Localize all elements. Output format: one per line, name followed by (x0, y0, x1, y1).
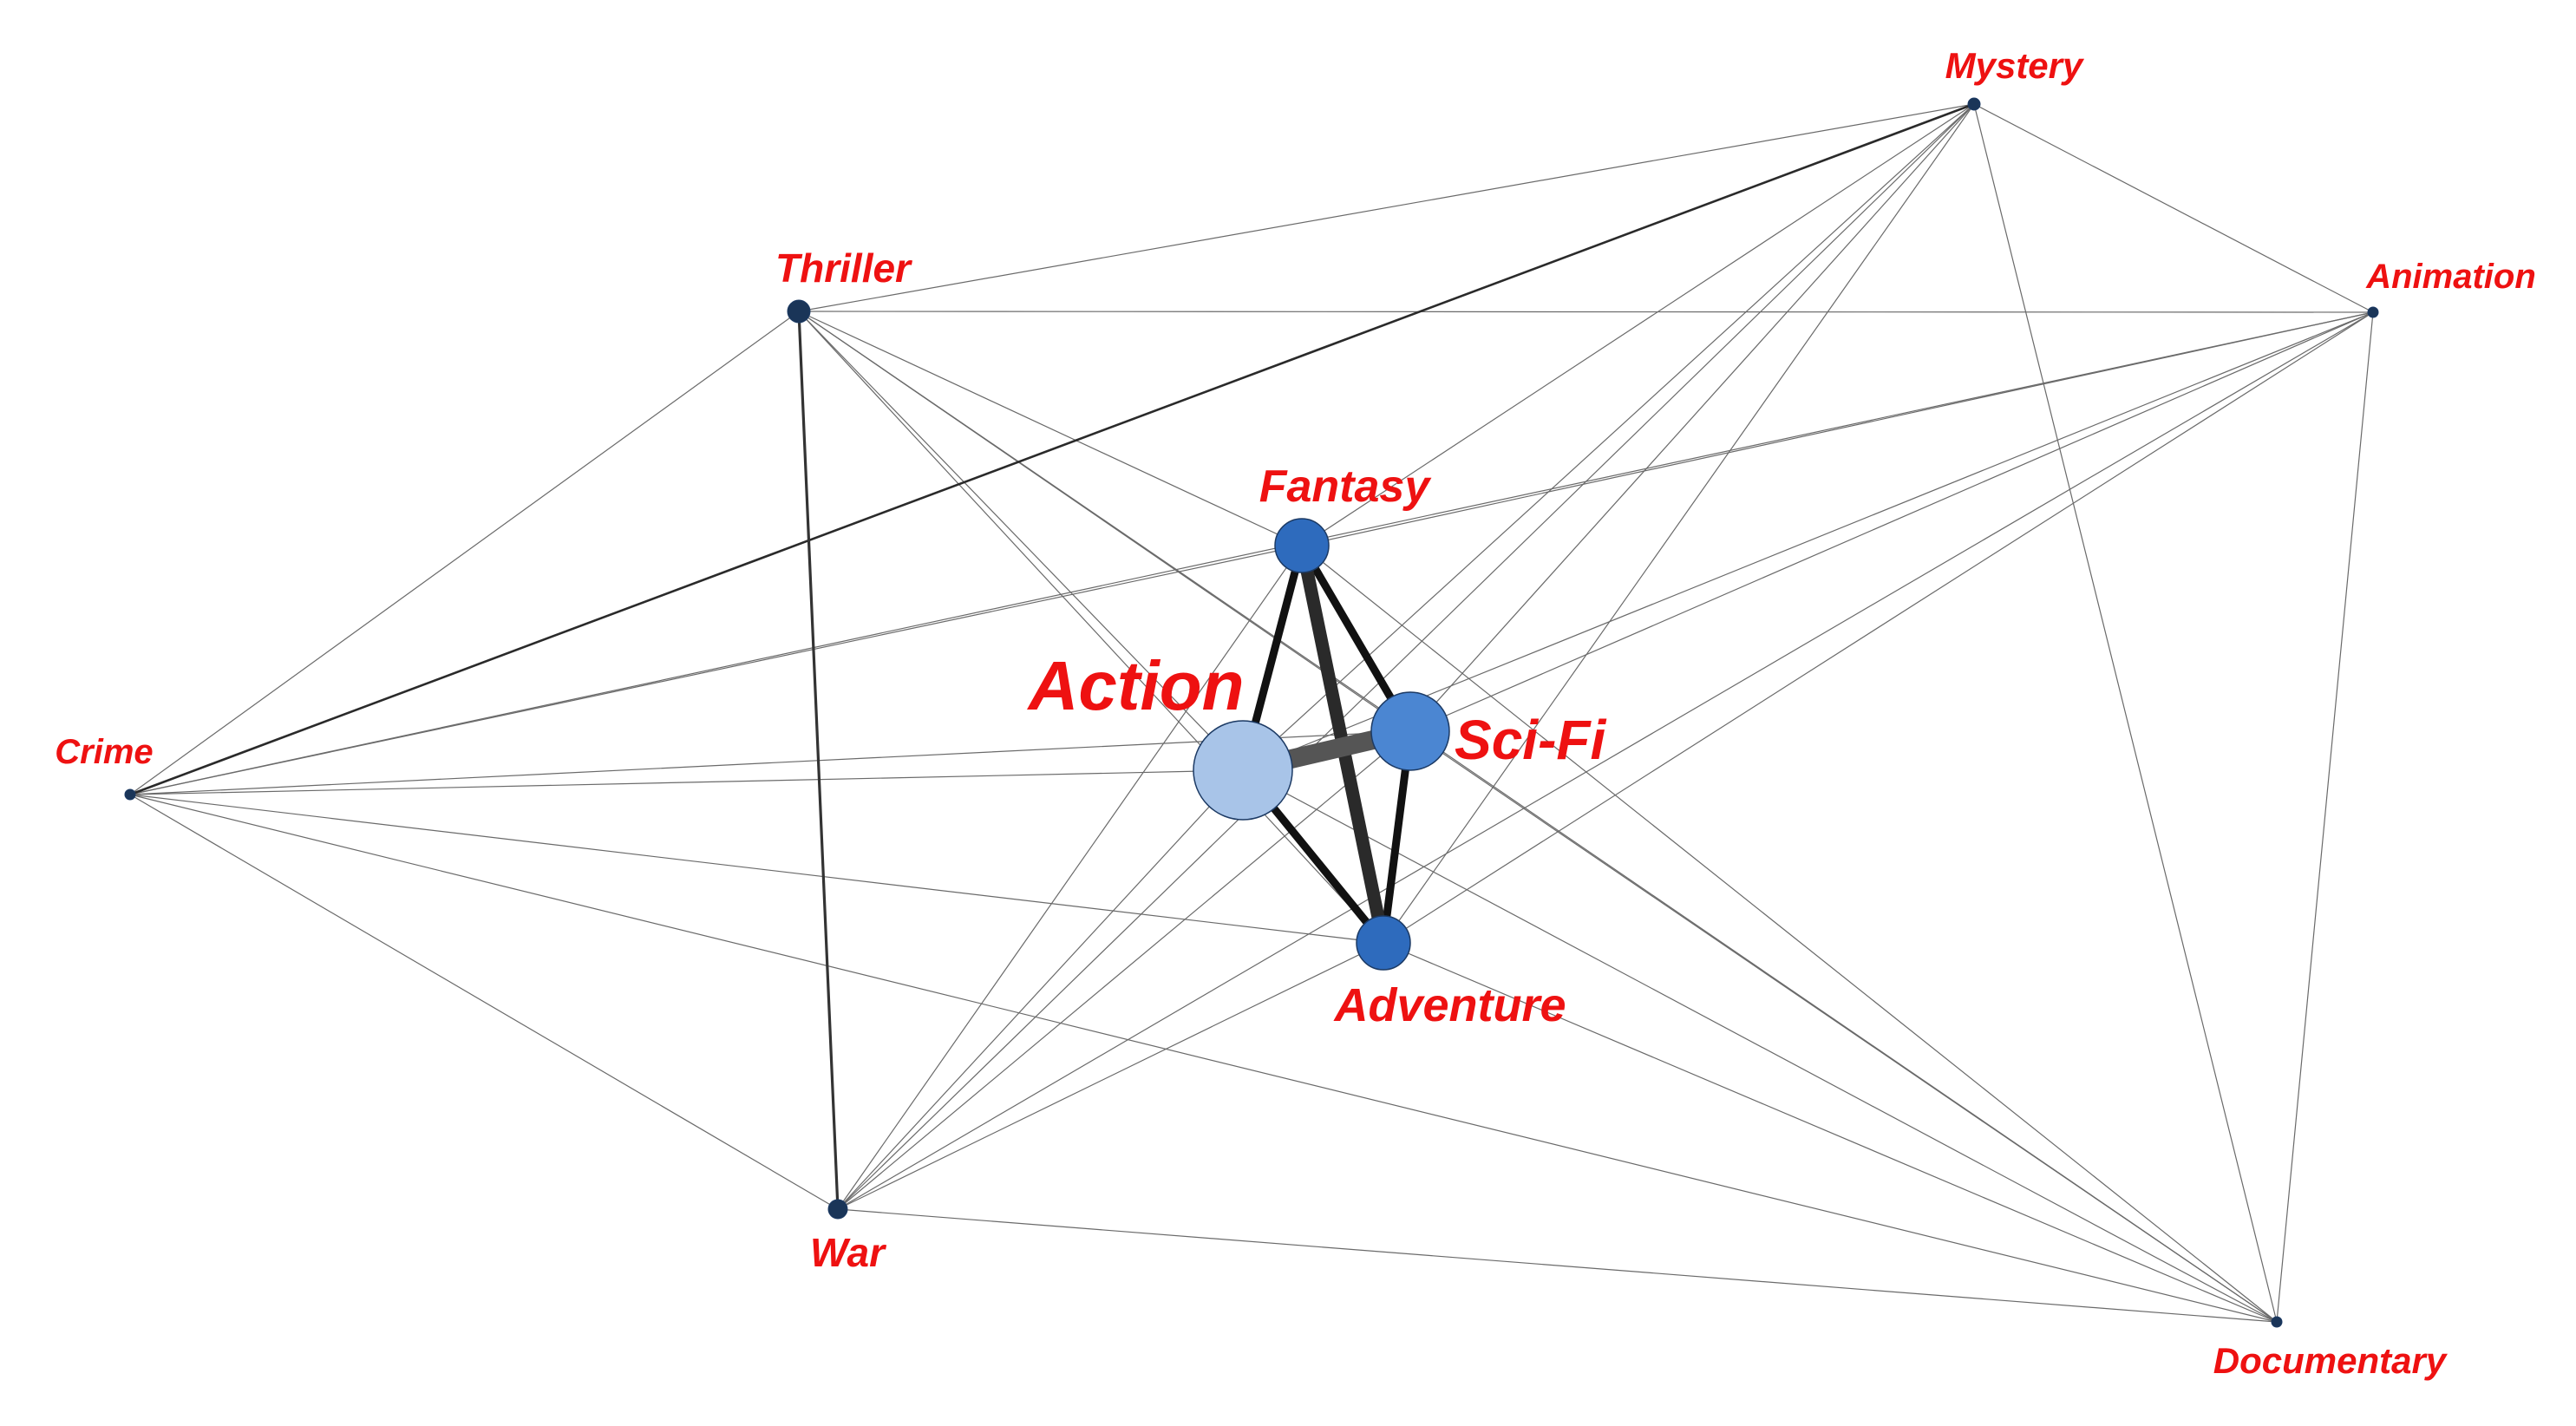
node-scifi (1370, 691, 1450, 771)
node-animation (2367, 306, 2379, 318)
edge-mystery-adventure (1383, 103, 1975, 944)
label-fantasy: Fantasy (1259, 461, 1433, 512)
nodes-layer (124, 97, 2379, 1328)
node-fantasy (1274, 518, 1330, 573)
label-crime: Crime (55, 733, 153, 771)
edge-war-fantasy (837, 545, 1303, 1210)
edge-mystery-animation (1973, 103, 2374, 313)
node-thriller (787, 299, 811, 324)
edge-thriller-crime (129, 311, 800, 795)
edge-war-scifi (837, 730, 1411, 1210)
edge-crime-fantasy (129, 545, 1303, 795)
edge-animation-scifi (1409, 311, 2374, 732)
label-animation: Animation (2365, 258, 2536, 296)
edge-documentary-scifi (1409, 730, 2278, 1323)
label-documentary: Documentary (2213, 1340, 2449, 1381)
edge-crime-documentary (129, 794, 2278, 1323)
edge-documentary-fantasy (1301, 545, 2278, 1323)
edge-animation-war (837, 311, 2374, 1210)
node-adventure (1356, 915, 1411, 971)
label-war: War (810, 1230, 886, 1275)
node-mystery (1967, 97, 1981, 111)
edge-animation-crime (129, 311, 2374, 795)
edge-thriller-action (798, 311, 1244, 771)
label-scifi: Sci-Fi (1455, 709, 1606, 771)
edge-animation-documentary (2276, 311, 2374, 1323)
node-action (1193, 720, 1293, 821)
edge-thriller-war (797, 310, 840, 1211)
edge-documentary-action (1242, 769, 2278, 1323)
edge-war-documentary (837, 1208, 2278, 1323)
node-crime (124, 788, 136, 801)
label-thriller: Thriller (775, 245, 912, 291)
edge-crime-mystery (128, 102, 1976, 796)
edge-thriller-mystery (798, 103, 1975, 312)
edge-thriller-animation (798, 311, 2374, 313)
edge-crime-action (129, 769, 1244, 795)
label-mystery: Mystery (1945, 45, 2085, 86)
edge-crime-war (129, 794, 839, 1210)
node-war (827, 1199, 848, 1220)
edge-thriller-fantasy (798, 311, 1303, 546)
edge-war-action (837, 769, 1244, 1210)
edge-crime-adventure (129, 794, 1384, 944)
edge-war-adventure (837, 942, 1384, 1210)
edge-mystery-fantasy (1301, 103, 1975, 546)
edge-thriller-adventure (798, 311, 1384, 944)
label-action: Action (1027, 647, 1245, 724)
edge-mystery-war (837, 103, 1975, 1210)
node-documentary (2271, 1316, 2283, 1328)
edge-animation-action (1242, 311, 2374, 771)
edge-animation-fantasy (1301, 311, 2374, 546)
edge-mystery-action (1242, 103, 1975, 771)
edge-crime-scifi (129, 730, 1411, 795)
edge-documentary-adventure (1383, 942, 2278, 1323)
edges-layer (128, 102, 2374, 1323)
edge-mystery-documentary (1973, 103, 2278, 1323)
label-adventure: Adventure (1332, 979, 1566, 1031)
edge-mystery-scifi (1409, 103, 1975, 732)
edge-animation-adventure (1383, 311, 2374, 944)
